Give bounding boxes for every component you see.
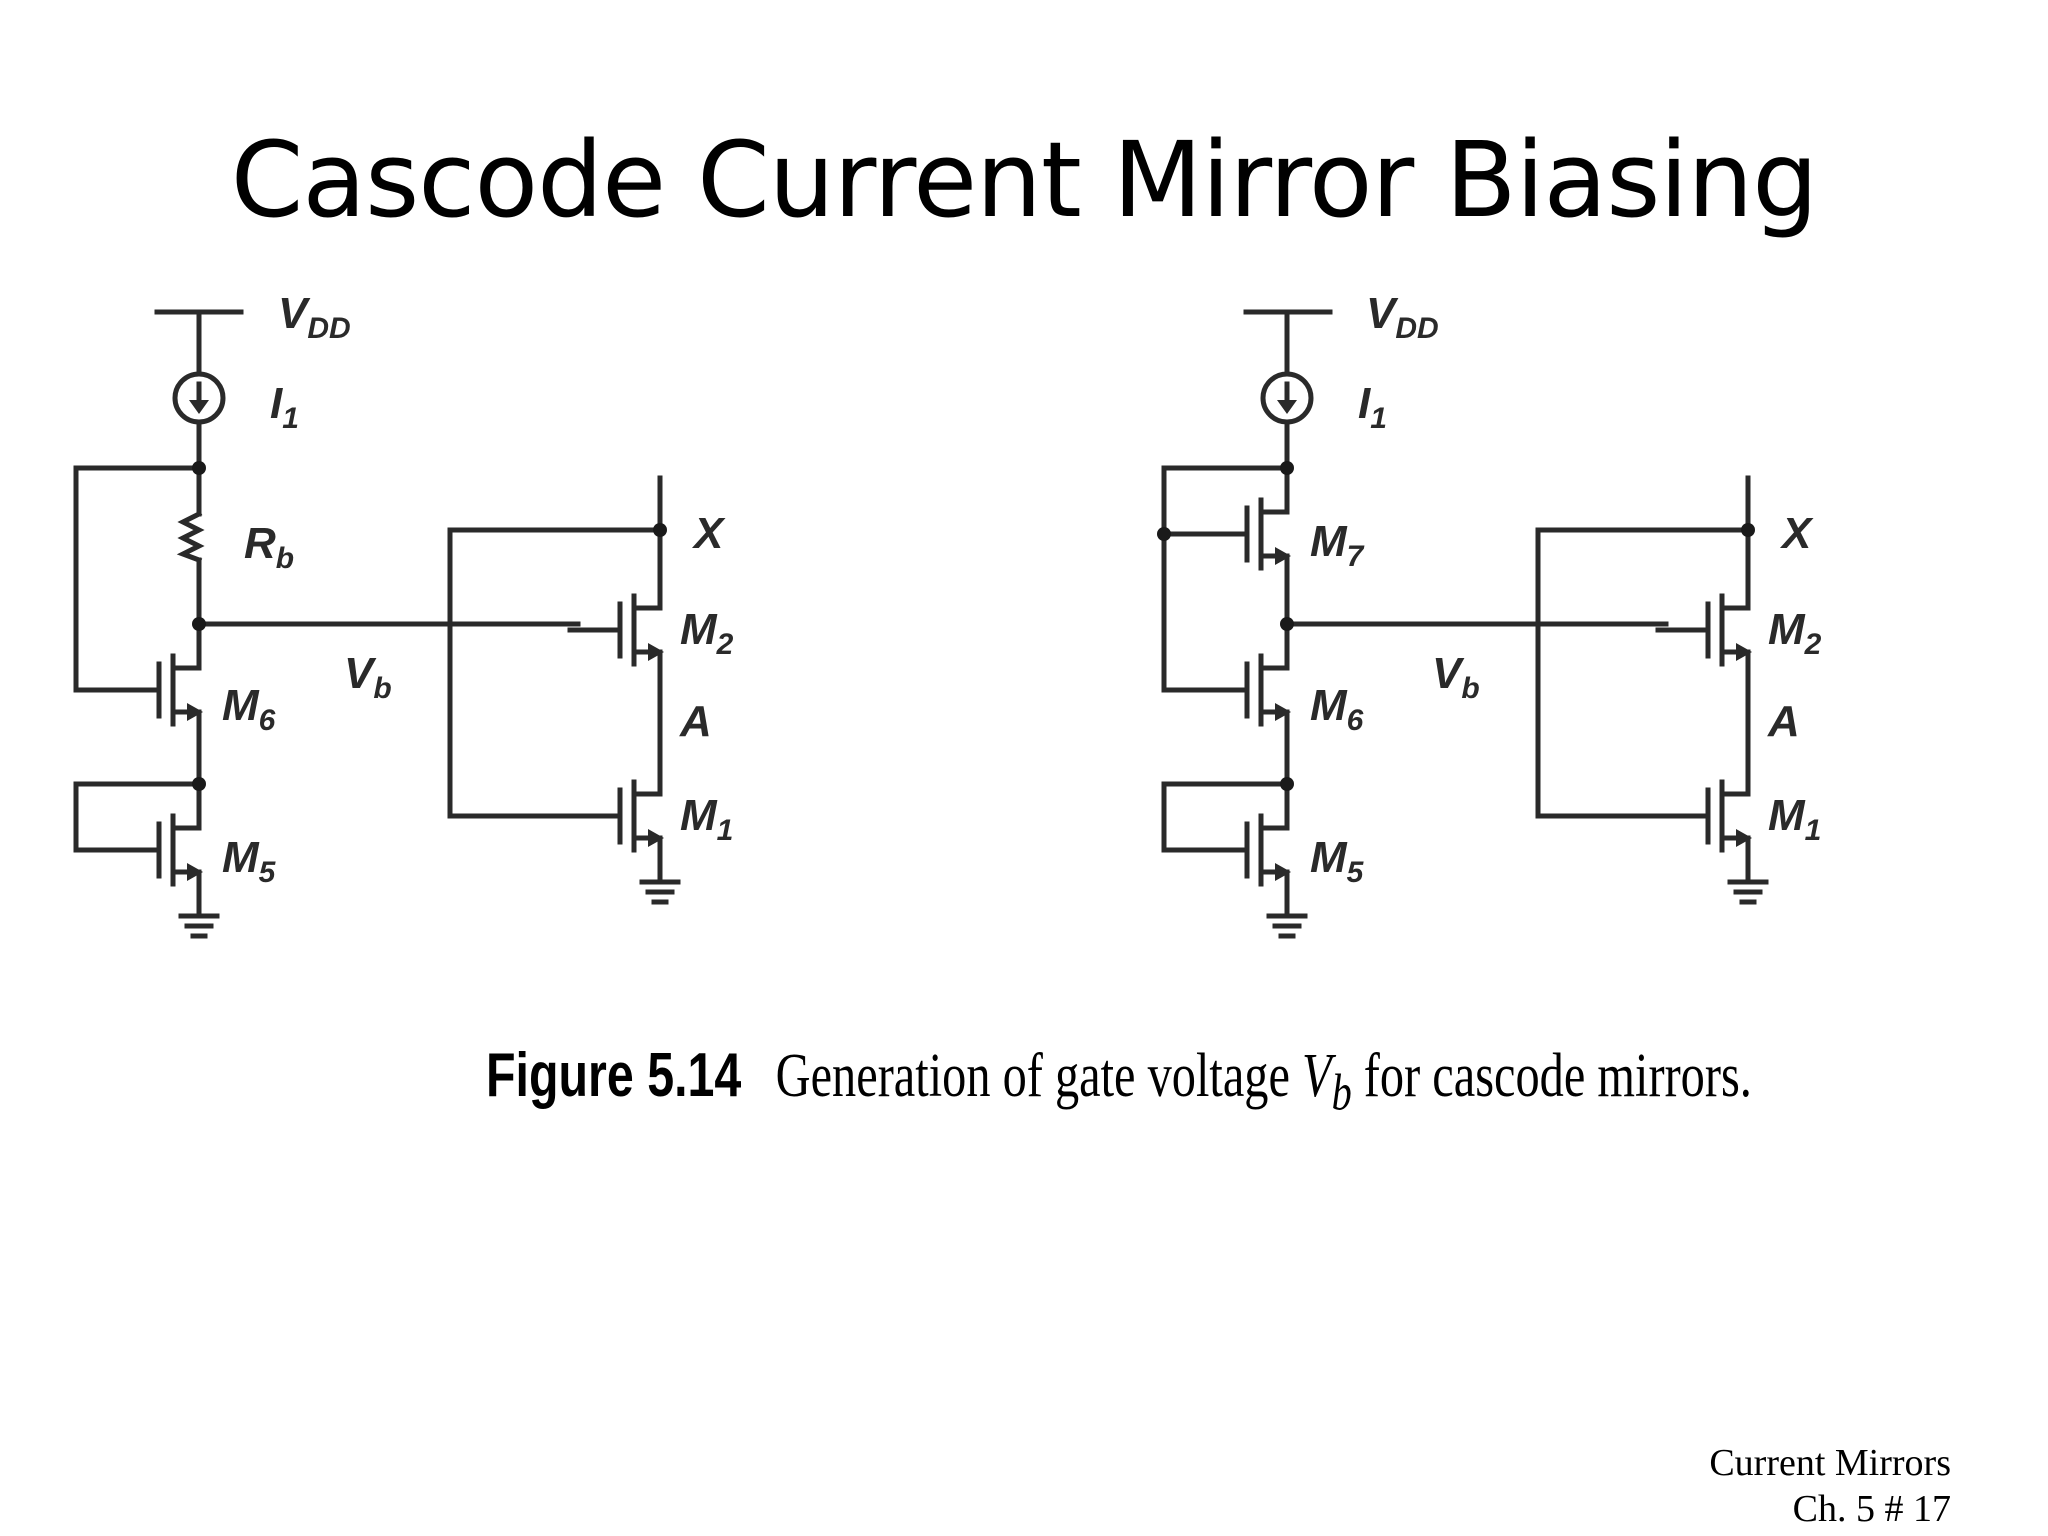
circuit-left: VDD I1 Rb Vb X A M6 M5 M2 M1 [73, 289, 734, 936]
left-m2-label: M2 [680, 605, 734, 661]
circuit-right: VDD I1 Vb X A M7 M6 M5 M2 M1 [1157, 289, 1822, 936]
right-i1-label: I1 [1358, 379, 1387, 435]
figure-number: Figure 5.14 [486, 1041, 742, 1110]
slide-footer: Current Mirrors Ch. 5 # 17 [1709, 1440, 1951, 1532]
footer-slide-number: Ch. 5 # 17 [1792, 1488, 1951, 1530]
left-vdd-label: VDD [278, 289, 351, 345]
left-rb-label: Rb [244, 519, 294, 575]
left-i1-label: I1 [270, 379, 299, 435]
left-vb-label: Vb [344, 649, 392, 705]
right-vdd-label: VDD [1366, 289, 1439, 345]
figure-caption-text: Generation of gate voltage Vb for cascod… [775, 1042, 1752, 1122]
right-m6-label: M6 [1310, 681, 1364, 737]
left-m5-label: M5 [222, 833, 277, 889]
right-m1-label: M1 [1768, 791, 1821, 847]
right-m7-label: M7 [1310, 517, 1365, 573]
footer-chapter-title: Current Mirrors [1709, 1442, 1951, 1484]
right-m5-label: M5 [1310, 833, 1365, 889]
left-m6-label: M6 [222, 681, 276, 737]
right-m2-label: M2 [1768, 605, 1822, 661]
left-m1-label: M1 [680, 791, 733, 847]
left-a-label: A [679, 697, 712, 746]
left-x-label: X [691, 509, 726, 558]
right-x-label: X [1779, 509, 1814, 558]
right-vb-label: Vb [1432, 649, 1480, 705]
figure-caption: Figure 5.14 Generation of gate voltage Vb… [486, 1040, 1752, 1122]
right-a-label: A [1767, 697, 1800, 746]
slide-title: Cascode Current Mirror Biasing [230, 119, 1819, 241]
